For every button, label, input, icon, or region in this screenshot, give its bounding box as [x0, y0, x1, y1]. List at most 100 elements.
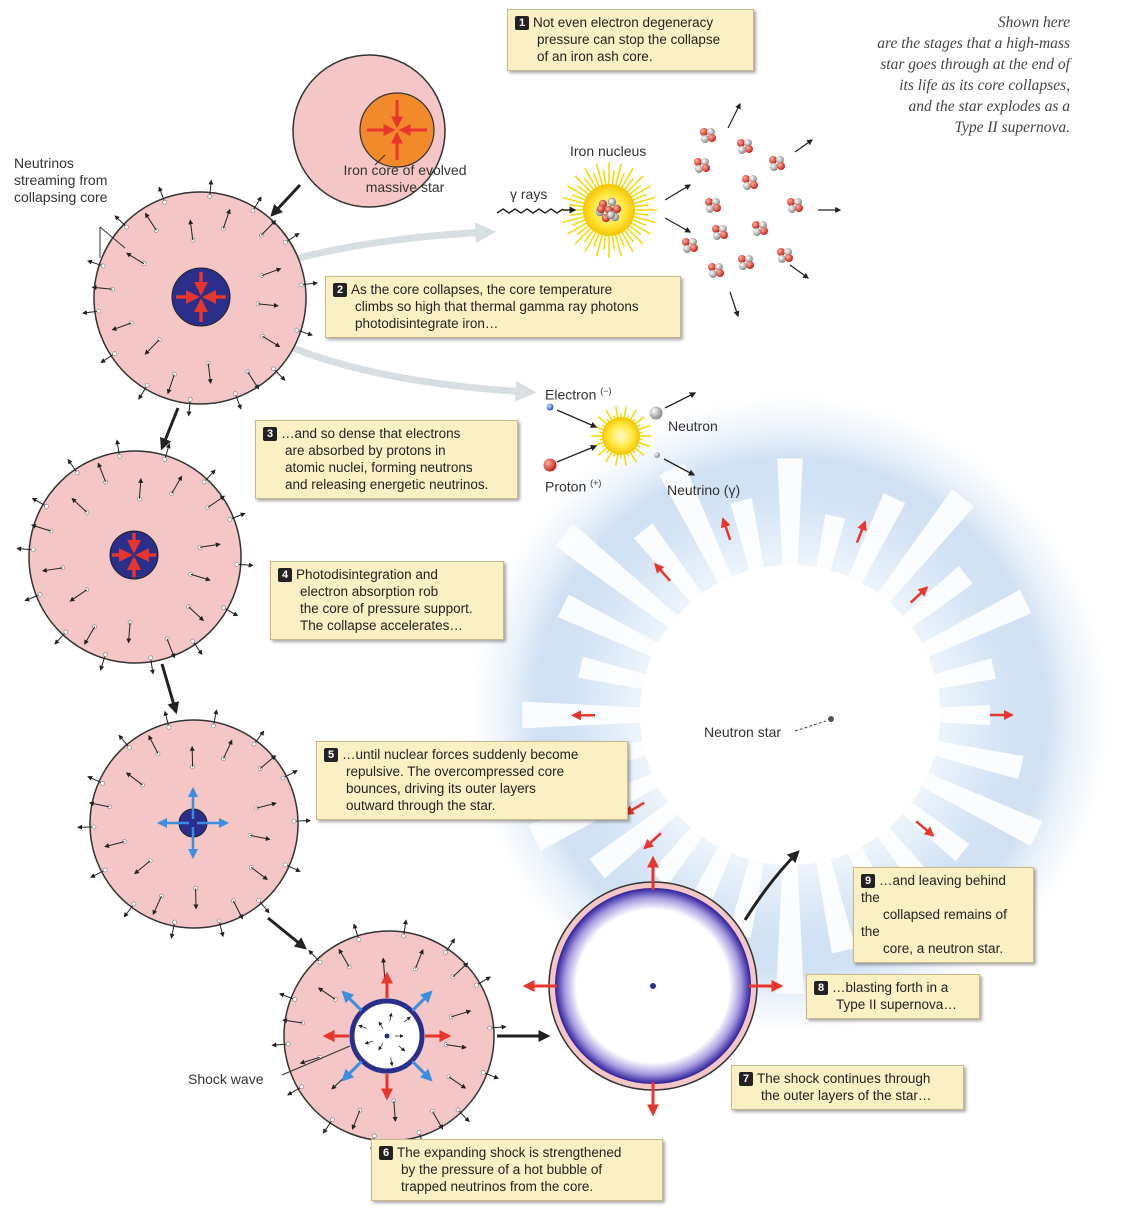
step-9-box: 9…and leaving behind the collapsed remai…: [853, 867, 1034, 963]
fragment-arrow: [729, 291, 740, 318]
light-ray: [630, 196, 656, 206]
neutrino-dot: [292, 997, 298, 1002]
supernova-explosion: [470, 395, 1110, 1035]
light-ray: [595, 231, 605, 257]
neutrino-arrow: [446, 1044, 467, 1050]
neutrino-dot: [172, 919, 177, 925]
step-number: 7: [739, 1072, 753, 1086]
fragment-neutron: [759, 221, 767, 229]
neutrino-arrow: [54, 631, 67, 645]
inner-core-dot: [384, 1033, 390, 1039]
light-ray: [627, 185, 651, 200]
neutrino-arrow: [402, 919, 408, 937]
neutrino-dot: [487, 1025, 492, 1031]
neutrino-arrow: [123, 903, 135, 918]
flow-arrow-3-4: [160, 663, 180, 715]
iron-nucleus-burst: [496, 102, 842, 318]
neutrino-dot: [102, 867, 108, 873]
neutrino-dot: [271, 366, 276, 372]
step-text: outward through the star.: [346, 798, 496, 813]
neutrino-arrow: [258, 900, 270, 914]
neutrino-dot: [131, 901, 137, 907]
step-text: the outer layers of the star…: [761, 1088, 932, 1103]
step-text: and releasing energetic neutrinos.: [285, 477, 489, 492]
stage6-shell: [522, 855, 784, 1117]
fragment-neutron: [770, 163, 778, 171]
step-8-box: 8…blasting forth in a Type II supernova…: [806, 974, 980, 1019]
step-text: bounces, driving its outer layers: [346, 781, 536, 796]
neutrino-dot: [148, 655, 153, 661]
ejecta-arrow: [915, 820, 935, 837]
neutrino-arrow: [285, 864, 301, 872]
neutrino-arrow: [71, 497, 88, 513]
step-text: pressure can stop the collapse: [537, 32, 721, 47]
neutrino-dot: [256, 898, 261, 903]
neutrino-arrow: [432, 1111, 444, 1130]
neutrino-arrow: [352, 923, 360, 940]
neutrino-dot: [473, 982, 479, 988]
neutrino-arrow: [91, 285, 113, 291]
neutrino-arrow: [100, 353, 115, 363]
fragment-neutron: [776, 156, 784, 164]
step-text: …and leaving behind the: [861, 873, 1006, 905]
neutrino-arrow: [445, 938, 456, 953]
trapped-neutrino: [398, 1045, 406, 1052]
fragment-neutron: [709, 270, 717, 278]
step-text: The collapse accelerates…: [300, 618, 463, 633]
caption-line: Type II supernova.: [954, 119, 1070, 136]
neutrino-arrow: [236, 562, 254, 568]
proton-label: Proton (+): [545, 475, 601, 496]
fragment-proton: [745, 145, 753, 153]
fragment-proton: [690, 244, 698, 252]
neutrino-dot: [102, 652, 108, 657]
neutrino-dot: [91, 824, 97, 830]
neutrino-arrow: [115, 439, 121, 457]
neutrino-arrow: [114, 215, 128, 228]
ejecta-arrow: [643, 832, 662, 850]
step-number: 8: [814, 981, 828, 995]
neutrino-arrow: [296, 329, 313, 337]
fragment-neutron: [778, 255, 786, 263]
trapped-neutrino: [358, 1024, 367, 1029]
neutrino-arrow: [271, 1042, 289, 1048]
fragment-neutron: [784, 248, 792, 256]
fragment-proton: [708, 263, 716, 271]
fragment-arrow: [664, 217, 692, 233]
step-text: Not even electron degeneracy: [533, 15, 714, 30]
step-text: are absorbed by protons in: [285, 443, 446, 458]
neutrino-label: Neutrino (γ): [667, 482, 741, 498]
neutrino-arrow: [186, 399, 192, 417]
neutrino-arrow: [97, 462, 107, 483]
step-text: by the pressure of a hot bubble of: [401, 1162, 603, 1177]
fragment-neutron: [689, 238, 697, 246]
neutrino-arrow: [261, 267, 282, 277]
fragment-neutron: [745, 255, 753, 263]
neutrino-dot: [232, 391, 238, 397]
flow-arrow-2-3: [159, 407, 180, 451]
neutrino-dot: [96, 308, 102, 314]
fragment-neutron: [707, 128, 715, 136]
fragment-neutron: [706, 205, 714, 213]
neutron-star-dot: [828, 716, 834, 722]
fragment-neutron: [695, 165, 703, 173]
ejecta-arrow: [720, 517, 732, 541]
fragment-proton: [720, 231, 728, 239]
step-text: The expanding shock is strengthened: [397, 1145, 622, 1160]
neutrino-arrow: [158, 186, 166, 203]
neutrino-arrow: [192, 640, 203, 656]
fragment-proton: [716, 269, 724, 277]
neutrino-arrow: [261, 220, 277, 236]
flow-arrow-1-2: [270, 183, 302, 217]
trapped-neutrino: [378, 1021, 384, 1030]
step-text: …and so dense that electrons: [281, 426, 461, 441]
light-ray: [624, 175, 644, 195]
neutrino-arrow: [448, 1076, 467, 1089]
neutrino-arrow: [111, 322, 132, 331]
neutrino-dot: [112, 351, 117, 356]
fragment-proton: [752, 221, 760, 229]
step-text: repulsive. The overcompressed core: [346, 764, 565, 779]
neutrino-dot: [100, 263, 106, 269]
neutrino-arrow: [125, 772, 143, 786]
fragment-proton: [682, 238, 690, 246]
